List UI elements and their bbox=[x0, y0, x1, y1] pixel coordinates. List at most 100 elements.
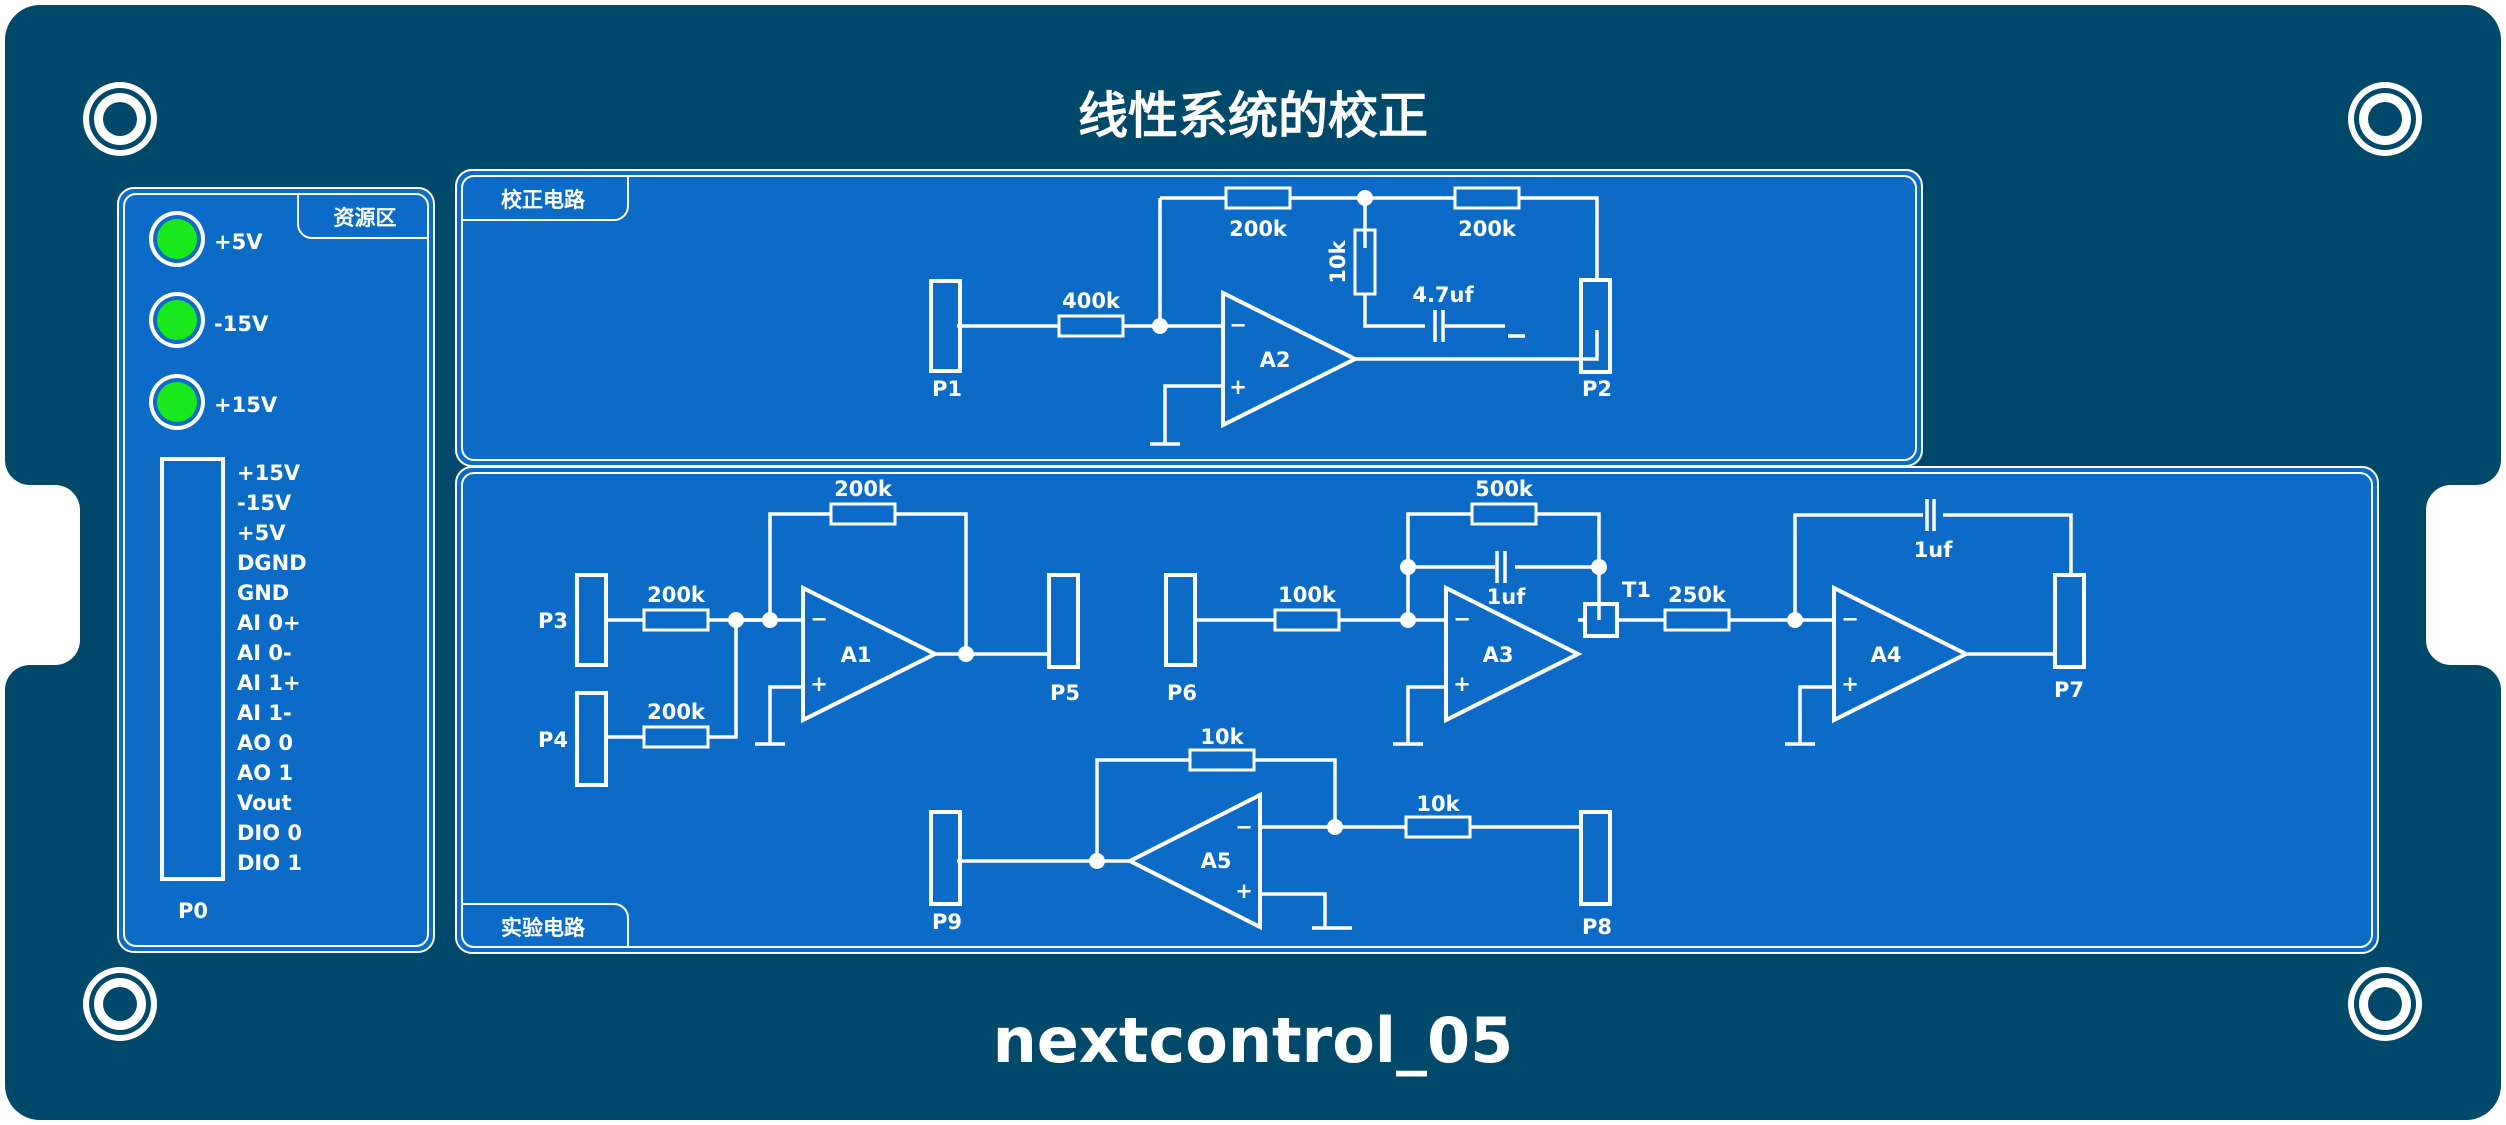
pin-label: AO 0 bbox=[237, 731, 293, 755]
resistor-value: 10k bbox=[1416, 792, 1460, 816]
minus-sign: − bbox=[1229, 313, 1247, 337]
mounting-hole-icon bbox=[83, 967, 157, 1041]
port-p9[interactable] bbox=[929, 810, 962, 906]
pin-label: AI 1- bbox=[237, 701, 292, 725]
pin-label: AO 1 bbox=[237, 761, 293, 785]
minus-sign: − bbox=[1841, 607, 1859, 631]
correction-wiring bbox=[957, 196, 1599, 446]
port-label: P8 bbox=[1582, 915, 1612, 939]
pin-label: +5V bbox=[237, 521, 286, 545]
capacitor-value: 4.7uf bbox=[1412, 283, 1474, 307]
pin-label: GND bbox=[237, 581, 289, 605]
port-p1[interactable] bbox=[929, 279, 962, 373]
connector-label: P0 bbox=[178, 899, 208, 923]
port-p6[interactable] bbox=[1164, 573, 1197, 667]
led-plus-15v bbox=[149, 374, 205, 430]
resistor-200k-fb bbox=[829, 502, 897, 526]
junction-dot bbox=[1089, 853, 1105, 869]
plus-sign: + bbox=[1235, 879, 1253, 903]
resistor-value: 400k bbox=[1062, 289, 1121, 313]
port-p4[interactable] bbox=[575, 691, 608, 787]
op-amp-a5 bbox=[1125, 791, 1262, 931]
led-label: -15V bbox=[214, 312, 269, 336]
port-label: P1 bbox=[932, 377, 962, 401]
resistor-value: 200k bbox=[1458, 217, 1517, 241]
op-amp-label: A4 bbox=[1871, 643, 1902, 667]
led-label: +5V bbox=[214, 230, 263, 254]
op-amp-label: A2 bbox=[1260, 348, 1291, 372]
mounting-hole-icon bbox=[2348, 967, 2422, 1041]
a1-wiring bbox=[607, 512, 1049, 746]
pin-label: AI 0- bbox=[237, 641, 292, 665]
resistor-value: 100k bbox=[1278, 583, 1337, 607]
op-amp-a3 bbox=[1444, 584, 1583, 724]
junction-dot bbox=[762, 612, 778, 628]
experiment-title: 实验电路 bbox=[501, 916, 586, 940]
a3-wiring bbox=[1195, 499, 2073, 746]
resistor-100k bbox=[1273, 608, 1341, 632]
resistor-value: 200k bbox=[647, 700, 706, 724]
op-amp-label: A5 bbox=[1201, 849, 1232, 873]
pin-label: DIO 1 bbox=[237, 851, 302, 875]
resistor-10k-out bbox=[1404, 815, 1472, 839]
resource-panel: 资源区 +5V -15V +15V P0 +15V -15V +5V DGND … bbox=[117, 187, 435, 953]
resistor-value: 200k bbox=[647, 583, 706, 607]
junction-dot bbox=[1152, 318, 1168, 334]
junction-dot bbox=[1787, 612, 1803, 628]
pin-label: Vout bbox=[237, 791, 292, 815]
experiment-panel: 实验电路 P3 P4 P5 200k 200k 200k A1 − + bbox=[455, 466, 2379, 954]
resistor-value: 200k bbox=[834, 477, 893, 501]
pin-label: DGND bbox=[237, 551, 307, 575]
pin-label: DIO 0 bbox=[237, 821, 302, 845]
resistor-10k bbox=[1353, 228, 1377, 296]
op-amp-a2 bbox=[1221, 289, 1360, 429]
pin-label: -15V bbox=[237, 491, 292, 515]
resistor-200k-b bbox=[1453, 186, 1521, 210]
port-p8[interactable] bbox=[1579, 810, 1612, 906]
junction-dot bbox=[1591, 559, 1607, 575]
mounting-hole-icon bbox=[83, 82, 157, 156]
port-p7[interactable] bbox=[2053, 573, 2086, 669]
board-title: 线性系统的校正 bbox=[1078, 87, 1428, 145]
test-point-t1[interactable] bbox=[1583, 602, 1619, 638]
port-label: P2 bbox=[1582, 377, 1612, 401]
test-point-label: T1 bbox=[1622, 578, 1651, 602]
minus-sign: − bbox=[810, 607, 828, 631]
pin-label: AI 0+ bbox=[237, 611, 301, 635]
resistor-value: 250k bbox=[1668, 583, 1727, 607]
brand-logo: nextcontrol_05 bbox=[993, 1004, 1514, 1077]
port-label: P5 bbox=[1050, 681, 1080, 705]
led-label: +15V bbox=[214, 393, 278, 417]
op-amp-label: A3 bbox=[1483, 643, 1514, 667]
port-p2[interactable] bbox=[1579, 278, 1612, 374]
resistor-250k bbox=[1663, 608, 1731, 632]
a5-wiring bbox=[957, 758, 1580, 930]
resource-title: 资源区 bbox=[334, 206, 397, 230]
port-label: P3 bbox=[538, 609, 568, 633]
plus-sign: + bbox=[1229, 375, 1247, 399]
connector-p0[interactable] bbox=[160, 457, 225, 881]
port-p3[interactable] bbox=[575, 573, 608, 667]
op-amp-a1 bbox=[801, 584, 940, 724]
junction-dot bbox=[1327, 819, 1343, 835]
junction-dot bbox=[728, 612, 744, 628]
junction-dot bbox=[1400, 559, 1416, 575]
resistor-200k-in1 bbox=[642, 608, 710, 632]
port-label: P9 bbox=[932, 910, 962, 934]
resistor-10k-fb bbox=[1188, 748, 1256, 772]
capacitor-value: 1uf bbox=[1914, 538, 1954, 562]
resistor-value: 10k bbox=[1200, 725, 1244, 749]
resistor-value: 500k bbox=[1475, 477, 1534, 501]
port-p5[interactable] bbox=[1047, 573, 1080, 669]
capacitor-value: 1uf bbox=[1487, 585, 1527, 609]
mounting-hole-icon bbox=[2348, 82, 2422, 156]
plus-sign: + bbox=[810, 672, 828, 696]
port-label: P4 bbox=[538, 728, 568, 752]
port-label: P6 bbox=[1167, 681, 1197, 705]
led-5v bbox=[149, 211, 205, 267]
junction-dot bbox=[1357, 190, 1373, 206]
resistor-value: 10k bbox=[1326, 239, 1350, 283]
junction-dot bbox=[1400, 612, 1416, 628]
correction-panel: 校正电路 P1 P2 400k 200k 200k 10k 4.7uf A2 − bbox=[455, 169, 1923, 467]
